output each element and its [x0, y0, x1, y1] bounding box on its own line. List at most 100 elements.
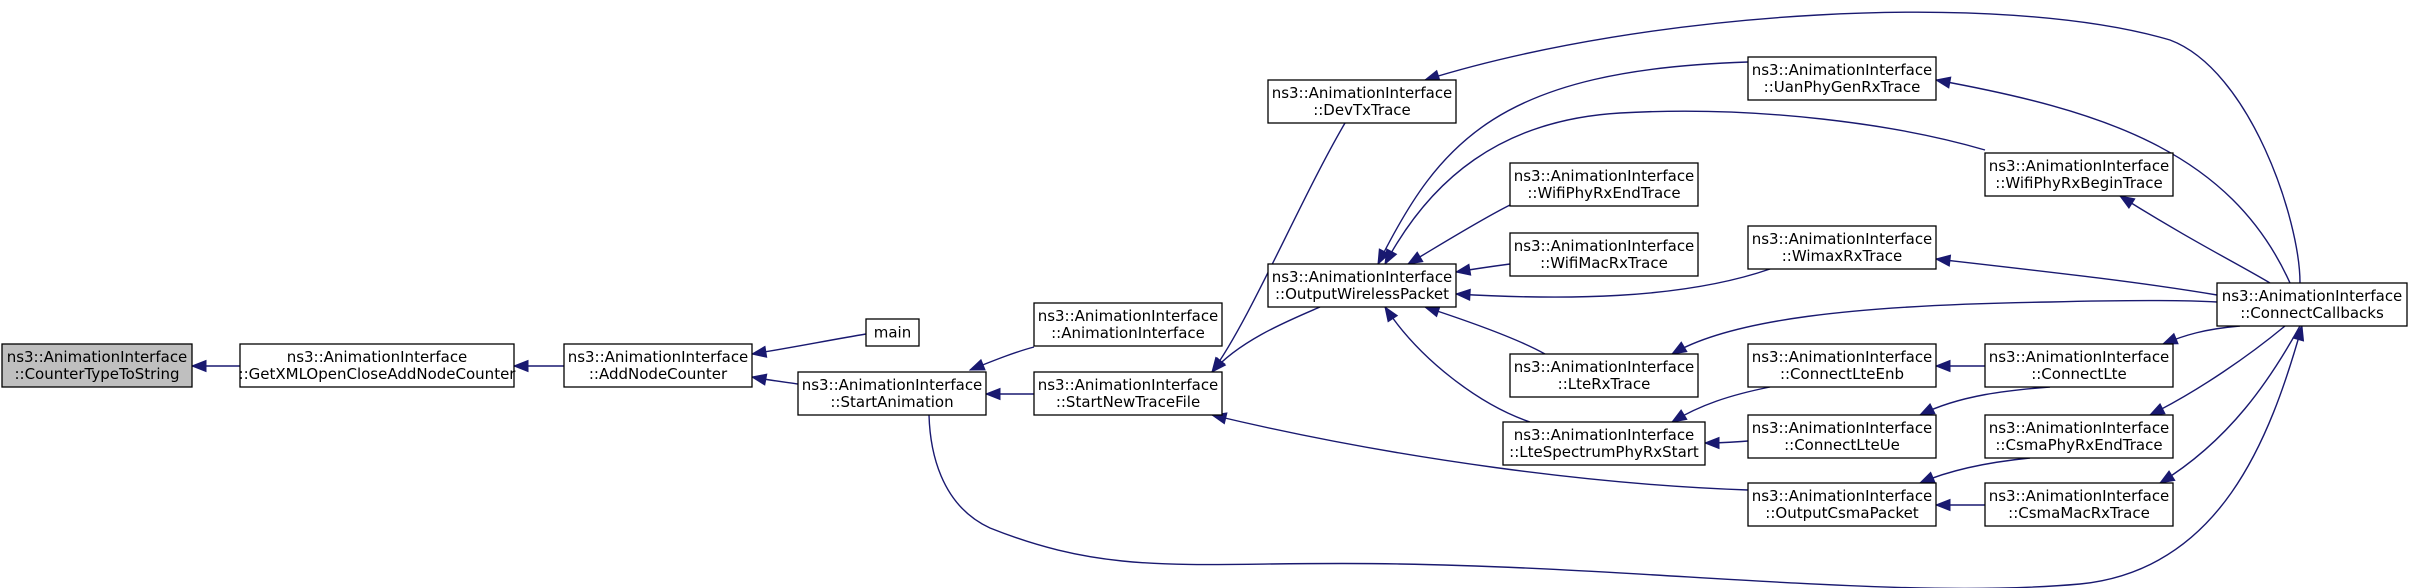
edge-line: [1919, 457, 2031, 484]
node-label-line: ::GetXMLOpenCloseAddNodeCounter: [239, 365, 517, 383]
node-box[interactable]: [239, 343, 515, 388]
node-devTxTrace[interactable]: ns3::AnimationInterface::DevTxTrace: [1267, 79, 1457, 124]
arrow-head: [1406, 251, 1424, 265]
edge-lteRxTrace-to-outputWirelessPacket: [1423, 305, 1546, 355]
edge-connectCallbacks-to-csmaMacRxTrace: [2158, 325, 2301, 484]
node-box[interactable]: [1509, 162, 1699, 207]
node-label-line: ns3::AnimationInterface: [2222, 287, 2403, 305]
node-connectLteUe[interactable]: ns3::AnimationInterface::ConnectLteUe: [1747, 414, 1937, 459]
node-lteRxTrace[interactable]: ns3::AnimationInterface::LteRxTrace: [1509, 353, 1699, 398]
edge-wifiPhyRxEndTrace-to-outputWirelessPacket: [1406, 204, 1511, 265]
node-label-line: ::LteRxTrace: [1558, 375, 1651, 393]
node-csmaPhyRxEndTrace[interactable]: ns3::AnimationInterface::CsmaPhyRxEndTra…: [1984, 414, 2174, 459]
edge-connectCallbacks-to-uanPhyGenRxTrace: [1934, 76, 2291, 284]
node-box[interactable]: [1747, 225, 1937, 270]
node-connectCallbacks[interactable]: ns3::AnimationInterface::ConnectCallback…: [2216, 282, 2408, 327]
node-label-line: ns3::AnimationInterface: [1514, 167, 1695, 185]
node-box[interactable]: [1, 343, 193, 388]
node-box[interactable]: [2216, 282, 2408, 327]
node-wifiPhyRxEndTrace[interactable]: ns3::AnimationInterface::WifiPhyRxEndTra…: [1509, 162, 1699, 207]
node-csmaMacRxTrace[interactable]: ns3::AnimationInterface::CsmaMacRxTrace: [1984, 482, 2174, 527]
edge-wifiPhyRxBeginTrace-to-outputWirelessPacket: [1384, 110, 1986, 266]
edge-getXml-to-counterTypeToString: [190, 359, 240, 373]
node-box[interactable]: [797, 371, 987, 416]
edge-connectCallbacks-to-lteRxTrace: [1670, 299, 2218, 355]
node-connectLteEnb[interactable]: ns3::AnimationInterface::ConnectLteEnb: [1747, 343, 1937, 388]
node-label-line: ::UanPhyGenRxTrace: [1764, 78, 1921, 96]
node-wimaxRxTrace[interactable]: ns3::AnimationInterface::WimaxRxTrace: [1747, 225, 1937, 270]
edge-main-to-addNodeCounter: [750, 333, 867, 358]
arrow-head: [984, 387, 1001, 401]
node-label-line: ns3::AnimationInterface: [1514, 358, 1695, 376]
edges-layer: [190, 11, 2305, 588]
arrow-head: [1454, 263, 1472, 276]
node-box[interactable]: [1984, 414, 2174, 459]
edge-line: [1919, 386, 2051, 416]
node-counterTypeToString[interactable]: ns3::AnimationInterface::CounterTypeToSt…: [1, 343, 193, 388]
node-wifiMacRxTrace[interactable]: ns3::AnimationInterface::WifiMacRxTrace: [1509, 232, 1699, 277]
node-startNewTraceFile[interactable]: ns3::AnimationInterface::StartNewTraceFi…: [1033, 371, 1223, 416]
node-box[interactable]: [1747, 482, 1937, 527]
node-outputWirelessPacket[interactable]: ns3::AnimationInterface::OutputWirelessP…: [1267, 263, 1457, 308]
node-box[interactable]: [1984, 343, 2174, 388]
arrow-head: [1384, 248, 1398, 266]
node-label-line: ::AddNodeCounter: [589, 365, 728, 383]
node-label-line: ns3::AnimationInterface: [1989, 487, 2170, 505]
arrow-head: [1934, 254, 1952, 267]
node-label-line: ::StartNewTraceFile: [1056, 393, 1200, 411]
node-wifiPhyRxBeginTrace[interactable]: ns3::AnimationInterface::WifiPhyRxBeginT…: [1984, 152, 2174, 197]
node-animInterface[interactable]: ns3::AnimationInterface::AnimationInterf…: [1033, 302, 1223, 347]
node-label-line: ns3::AnimationInterface: [1752, 348, 1933, 366]
node-uanPhyGenRxTrace[interactable]: ns3::AnimationInterface::UanPhyGenRxTrac…: [1747, 56, 1937, 101]
node-box[interactable]: [1509, 232, 1699, 277]
arrow-head: [1703, 436, 1720, 450]
edge-connectCallbacks-to-csmaPhyRxEndTrace: [2148, 325, 2286, 416]
node-label-line: ::WifiPhyRxEndTrace: [1527, 184, 1680, 202]
edge-startAnimation-to-addNodeCounter: [750, 373, 799, 386]
edge-line: [1935, 79, 2291, 284]
node-getXml[interactable]: ns3::AnimationInterface::GetXMLOpenClose…: [239, 343, 517, 388]
node-box[interactable]: [1747, 56, 1937, 101]
node-box[interactable]: [1267, 263, 1457, 308]
node-label-line: ::CsmaMacRxTrace: [2008, 504, 2150, 522]
node-box[interactable]: [563, 343, 753, 388]
node-label-line: ns3::AnimationInterface: [1514, 426, 1695, 444]
arrow-head: [968, 358, 986, 371]
arrow-head: [750, 345, 768, 358]
node-box[interactable]: [1033, 302, 1223, 347]
node-label-line: ns3::AnimationInterface: [1038, 376, 1219, 394]
arrow-head: [1384, 305, 1399, 323]
arrow-head: [1918, 402, 1936, 416]
arrow-head: [1934, 76, 1952, 89]
node-box[interactable]: [1984, 152, 2174, 197]
edge-line: [1377, 61, 1749, 265]
arrow-head: [1934, 359, 1951, 373]
node-addNodeCounter[interactable]: ns3::AnimationInterface::AddNodeCounter: [563, 343, 753, 388]
arrow-head: [1670, 409, 1688, 423]
node-box[interactable]: [865, 318, 920, 347]
edge-line: [1407, 204, 1511, 265]
node-label-line: ::CounterTypeToString: [14, 365, 179, 383]
node-box[interactable]: [1033, 371, 1223, 416]
node-outputCsmaPacket[interactable]: ns3::AnimationInterface::OutputCsmaPacke…: [1747, 482, 1937, 527]
node-label-line: main: [874, 324, 911, 342]
node-box[interactable]: [1984, 482, 2174, 527]
node-startAnimation[interactable]: ns3::AnimationInterface::StartAnimation: [797, 371, 987, 416]
node-label-line: ns3::AnimationInterface: [1752, 419, 1933, 437]
node-label-line: ns3::AnimationInterface: [7, 348, 188, 366]
node-box[interactable]: [1747, 414, 1937, 459]
edge-connectCallbacks-to-wimaxRxTrace: [1934, 254, 2218, 296]
node-label-line: ns3::AnimationInterface: [1272, 268, 1453, 286]
node-label-line: ns3::AnimationInterface: [287, 348, 468, 366]
node-box[interactable]: [1502, 421, 1706, 466]
node-lteSpectrumPhyRxStart[interactable]: ns3::AnimationInterface::LteSpectrumPhyR…: [1502, 421, 1706, 466]
node-box[interactable]: [1509, 353, 1699, 398]
node-label-line: ::DevTxTrace: [1313, 101, 1411, 119]
node-main[interactable]: main: [865, 318, 920, 347]
node-box[interactable]: [1267, 79, 1457, 124]
node-connectLte[interactable]: ns3::AnimationInterface::ConnectLte: [1984, 343, 2174, 388]
node-box[interactable]: [1747, 343, 1937, 388]
node-label-line: ns3::AnimationInterface: [1272, 84, 1453, 102]
edge-startNewTraceFile-to-startAnimation: [984, 387, 1034, 401]
